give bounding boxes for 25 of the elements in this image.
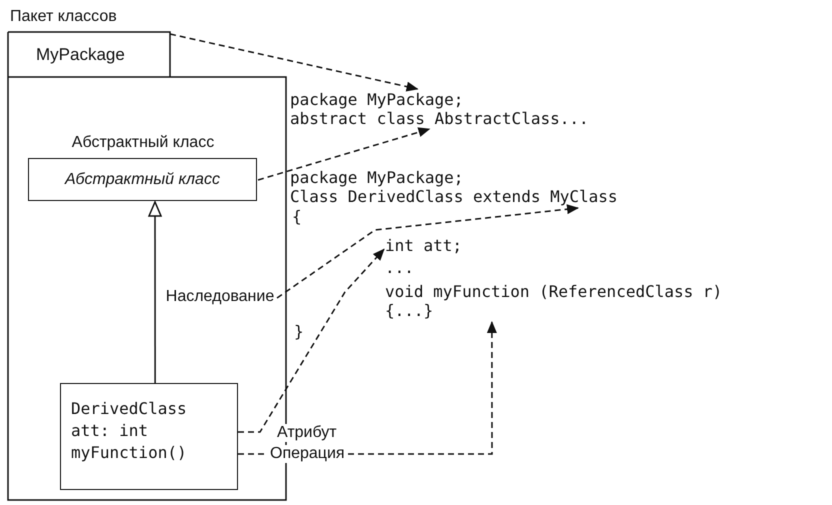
code-line: } xyxy=(294,322,304,341)
inheritance-arrow xyxy=(148,201,162,383)
code-line: package MyPackage; xyxy=(290,168,464,187)
attribute-text: att: int xyxy=(71,420,148,442)
code-line: ... xyxy=(385,258,414,277)
dashed-arrow xyxy=(276,204,579,299)
class-box xyxy=(60,383,238,490)
class-name: DerivedClass xyxy=(71,398,187,420)
dashed-arrow xyxy=(258,127,430,181)
code-line: Class DerivedClass extends MyClass xyxy=(290,187,618,206)
code-line: package MyPackage; xyxy=(290,90,464,109)
code-line: void myFunction (ReferencedClass r) xyxy=(385,282,722,301)
code-line: { xyxy=(292,207,302,226)
package-caption: Пакет классов xyxy=(10,8,117,26)
package-name: MyPackage xyxy=(36,45,125,65)
edge-label: Атрибут xyxy=(275,424,339,442)
dashed-arrow xyxy=(170,33,418,92)
class-caption: Абстрактный класс xyxy=(70,134,216,152)
dashed-arrow xyxy=(238,248,385,433)
code-line: abstract class AbstractClass... xyxy=(290,109,589,128)
edge-label: Операция xyxy=(268,445,347,463)
code-line: {...} xyxy=(385,301,434,320)
operation-text: myFunction() xyxy=(71,442,187,464)
abstract-class-box: Абстрактный класс xyxy=(28,158,257,201)
code-line: int att; xyxy=(385,236,462,255)
